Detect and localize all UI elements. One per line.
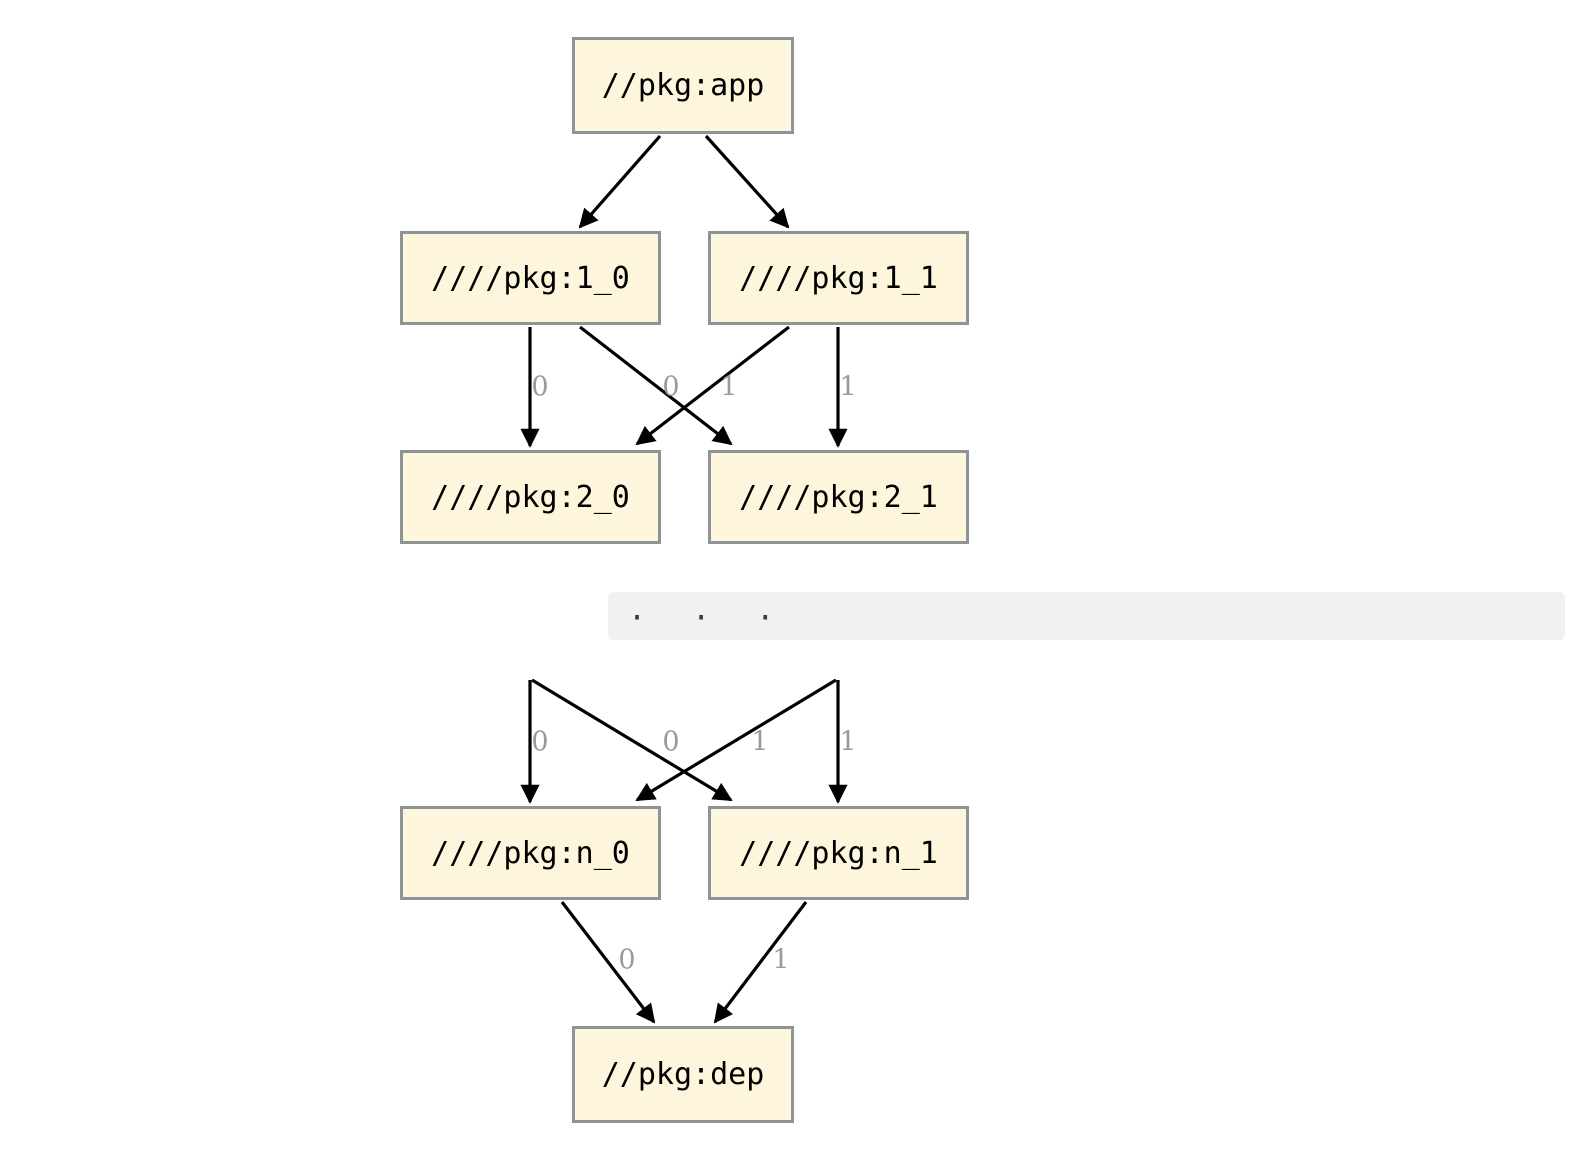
node-label: //pkg:app <box>601 68 765 103</box>
edge-label: 0 <box>618 944 636 976</box>
node-label: ////pkg:n_1 <box>739 835 938 871</box>
edge-line <box>579 325 733 446</box>
edge-line <box>560 901 656 1024</box>
edge-label: 1 <box>720 371 738 403</box>
edge-line <box>704 134 790 229</box>
node-n1_1[interactable]: ////pkg:1_1 <box>708 231 969 325</box>
node-label: //pkg:dep <box>601 1057 765 1092</box>
edge-label: 1 <box>839 371 857 403</box>
edge-line <box>635 325 790 446</box>
edge-label: 0 <box>531 371 549 403</box>
node-app[interactable]: //pkg:app <box>572 37 794 134</box>
edge-line <box>531 678 733 802</box>
node-dep[interactable]: //pkg:dep <box>572 1026 794 1123</box>
node-n2_0[interactable]: ////pkg:2_0 <box>400 450 661 544</box>
node-label: ////pkg:2_0 <box>431 479 630 515</box>
node-nn_1[interactable]: ////pkg:n_1 <box>708 806 969 900</box>
node-label: ////pkg:1_1 <box>739 260 938 296</box>
node-n2_1[interactable]: ////pkg:2_1 <box>708 450 969 544</box>
ellipsis-dots: · · · <box>628 601 789 636</box>
edge-label: 0 <box>531 726 549 758</box>
ellipsis-separator: · · · <box>608 592 1565 640</box>
node-label: ////pkg:2_1 <box>739 479 938 515</box>
node-n1_0[interactable]: ////pkg:1_0 <box>400 231 661 325</box>
edge-label: 0 <box>662 726 680 758</box>
node-label: ////pkg:n_0 <box>431 835 630 871</box>
edge-label: 1 <box>751 726 769 758</box>
edge-label: 1 <box>772 944 790 976</box>
edge-line <box>713 901 808 1024</box>
edge-label: 0 <box>662 371 680 403</box>
edge-label: 1 <box>839 726 857 758</box>
node-nn_0[interactable]: ////pkg:n_0 <box>400 806 661 900</box>
edge-lines <box>520 134 848 1024</box>
edge-line <box>578 134 662 229</box>
edge-line <box>635 678 837 802</box>
node-label: ////pkg:1_0 <box>431 260 630 296</box>
